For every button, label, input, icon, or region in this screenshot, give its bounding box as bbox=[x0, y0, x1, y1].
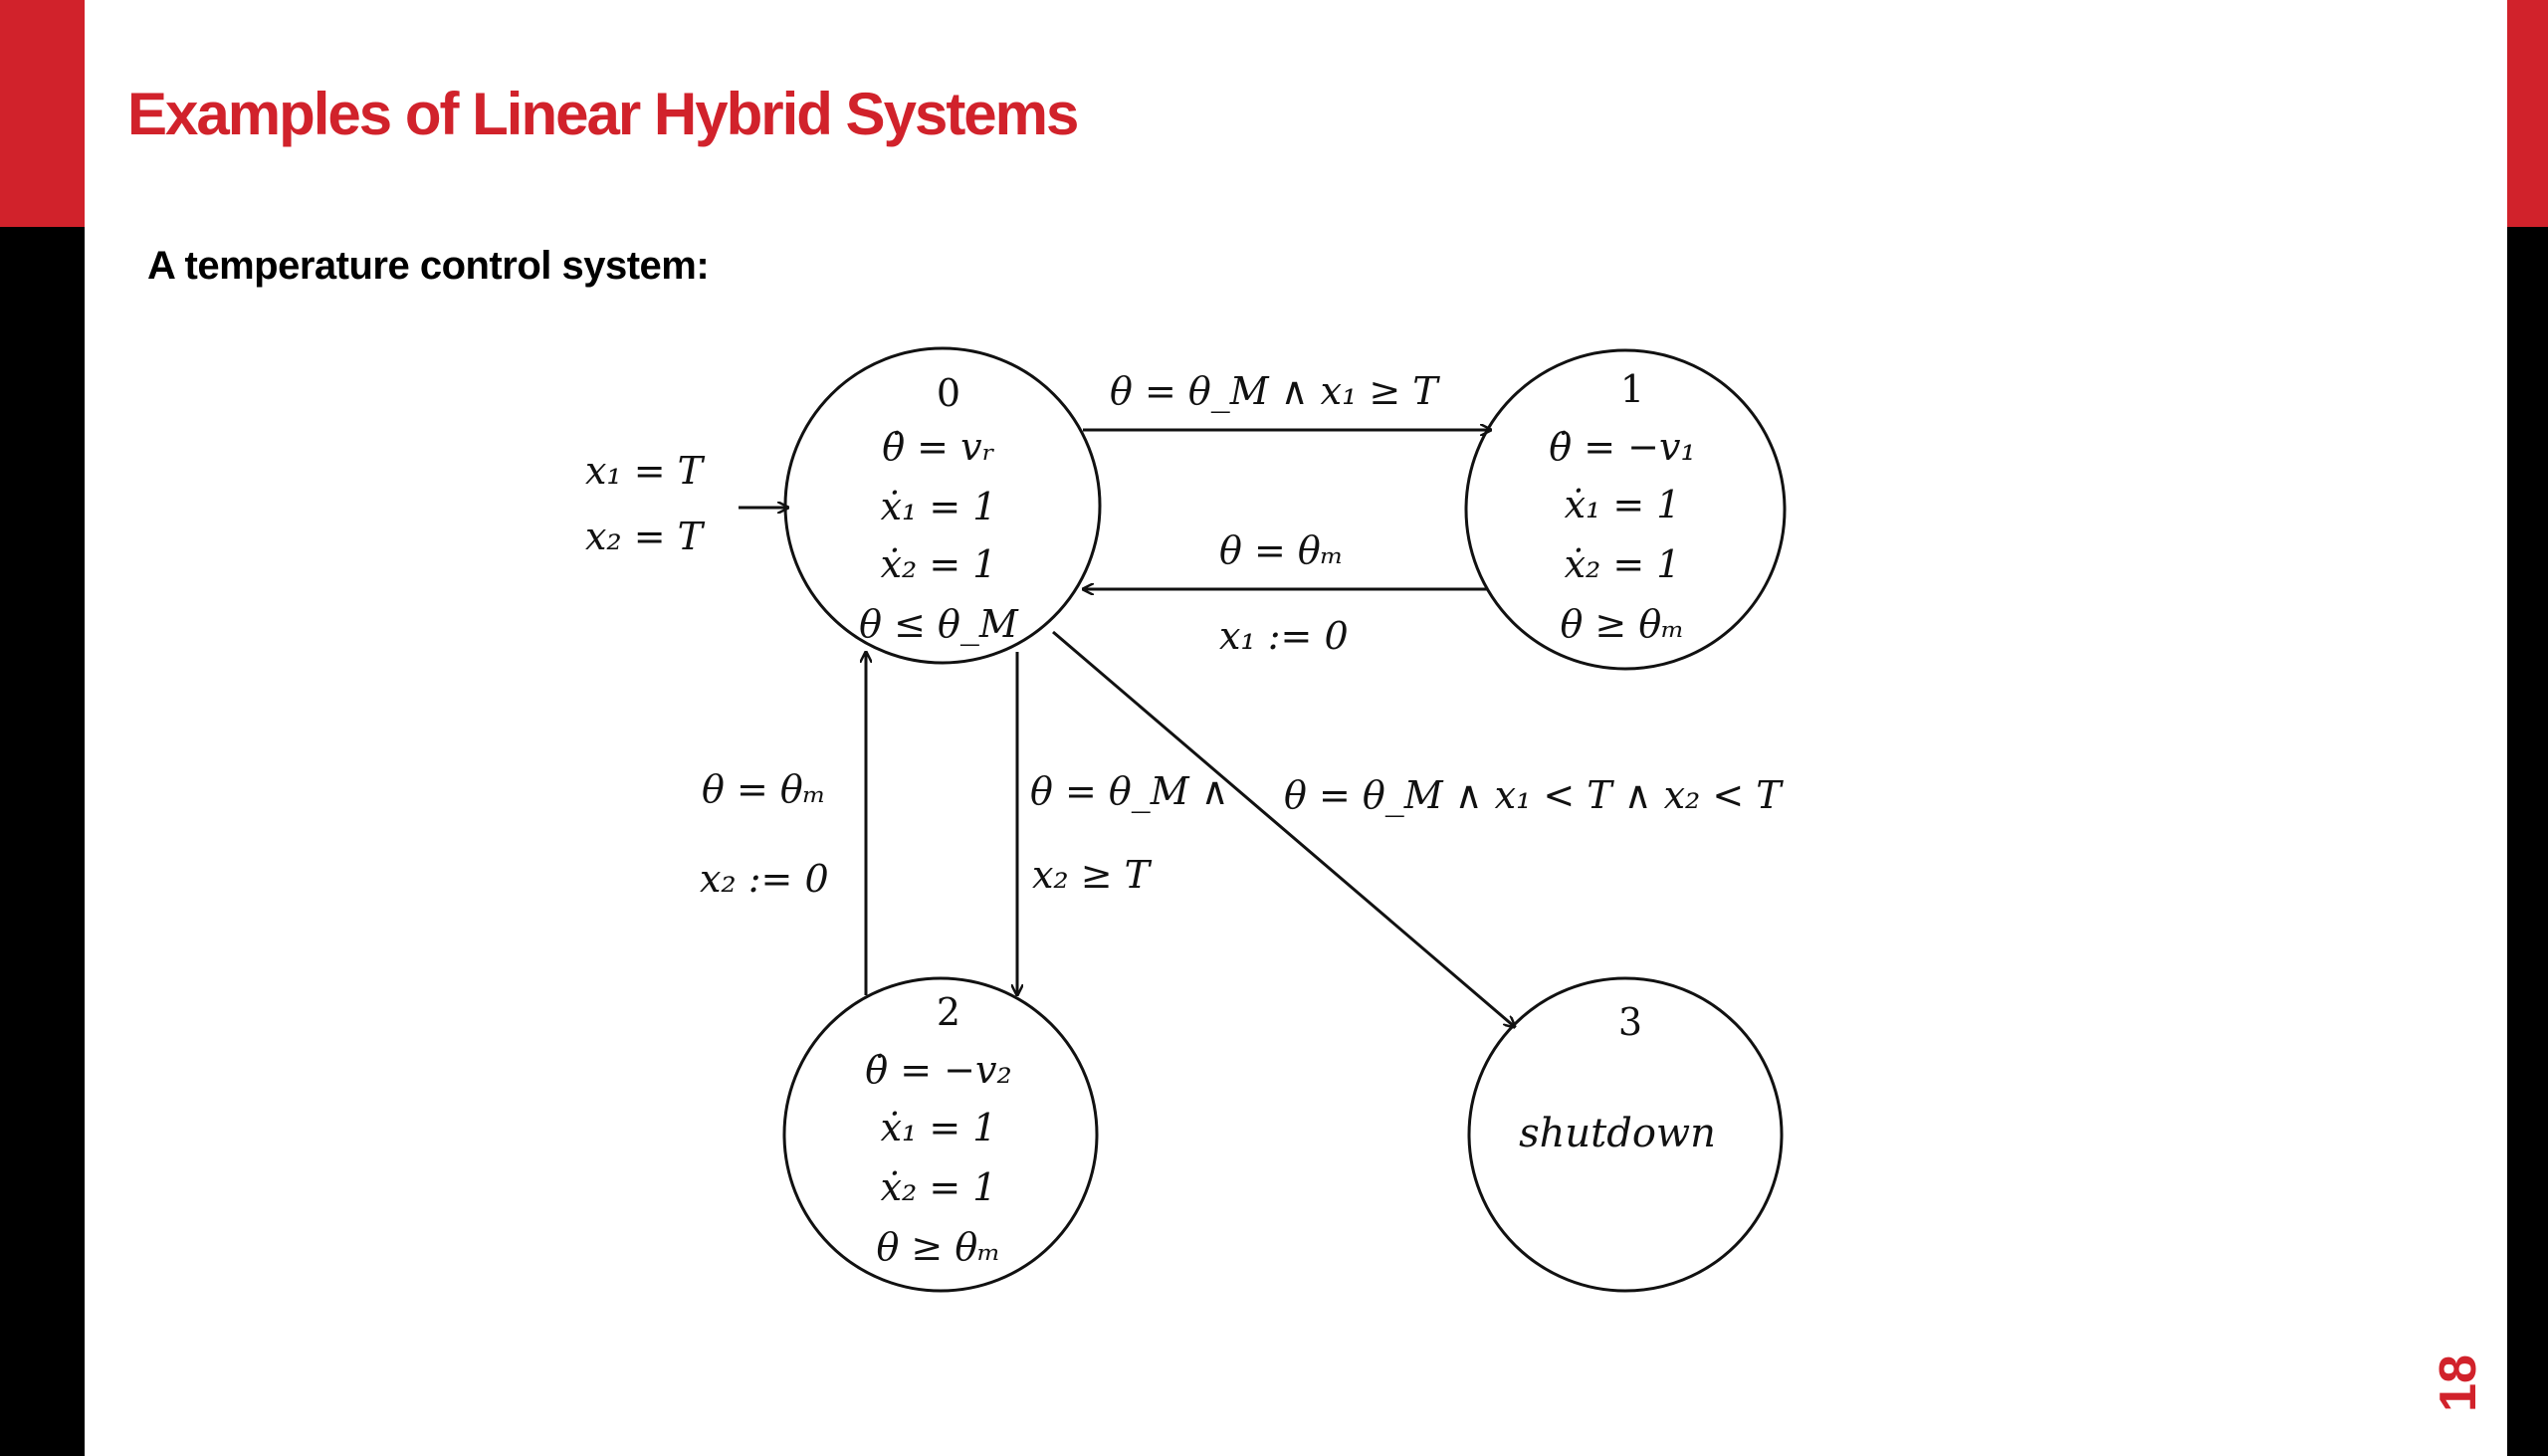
slide-subtitle: A temperature control system: bbox=[147, 244, 710, 288]
state-2-line-2: ẋ₁ = 1 bbox=[881, 1106, 997, 1149]
label-0-to-1: θ = θ_M ∧ x₁ ≥ T bbox=[1110, 369, 1440, 414]
label-0-to-2-guard: θ = θ_M ∧ bbox=[1030, 769, 1229, 814]
state-3-id: 3 bbox=[1618, 1000, 1642, 1044]
state-2-id: 2 bbox=[937, 990, 960, 1034]
label-1-to-0-reset: x₁ := 0 bbox=[1219, 614, 1349, 658]
state-0-line-4: θ ≤ θ_M bbox=[859, 602, 1019, 647]
state-1-line-3: ẋ₂ = 1 bbox=[1565, 542, 1681, 586]
accent-bar-left bbox=[0, 0, 85, 227]
state-0-line-2: ẋ₁ = 1 bbox=[881, 485, 997, 528]
label-0-to-2-cond: x₂ ≥ T bbox=[1032, 853, 1153, 897]
state-1-line-2: ẋ₁ = 1 bbox=[1565, 483, 1681, 526]
label-2-to-0-reset: x₂ := 0 bbox=[700, 857, 829, 901]
state-2-circle bbox=[782, 976, 1099, 1293]
state-1-id: 1 bbox=[1620, 367, 1644, 411]
initial-x2: x₂ = T bbox=[585, 515, 706, 558]
state-1-circle bbox=[1464, 348, 1787, 671]
state-0-line-3: ẋ₂ = 1 bbox=[881, 542, 997, 586]
state-3-circle bbox=[1467, 976, 1784, 1293]
state-2-line-3: ẋ₂ = 1 bbox=[881, 1165, 997, 1209]
slide-title: Examples of Linear Hybrid Systems bbox=[127, 81, 1079, 147]
state-3-line-1: shutdown bbox=[1519, 1111, 1716, 1156]
state-0-line-1: θ̇ = vᵣ bbox=[882, 425, 995, 469]
state-2-line-4: θ ≥ θₘ bbox=[876, 1225, 1000, 1269]
label-1-to-0-guard: θ = θₘ bbox=[1219, 528, 1344, 572]
state-0-id: 0 bbox=[937, 371, 960, 415]
label-0-to-3: θ = θ_M ∧ x₁ < T ∧ x₂ < T bbox=[1284, 773, 1784, 818]
label-2-to-0-guard: θ = θₘ bbox=[702, 767, 826, 811]
slide-canvas bbox=[85, 0, 2507, 1456]
initial-x1: x₁ = T bbox=[585, 449, 706, 493]
arrow-0-to-3 bbox=[1052, 630, 1515, 1027]
state-1-line-1: θ̇ = −v₁ bbox=[1549, 425, 1695, 469]
state-1-line-4: θ ≥ θₘ bbox=[1560, 602, 1684, 646]
accent-bar-right bbox=[2507, 0, 2548, 227]
state-2-line-1: θ̇ = −v₂ bbox=[865, 1048, 1011, 1092]
